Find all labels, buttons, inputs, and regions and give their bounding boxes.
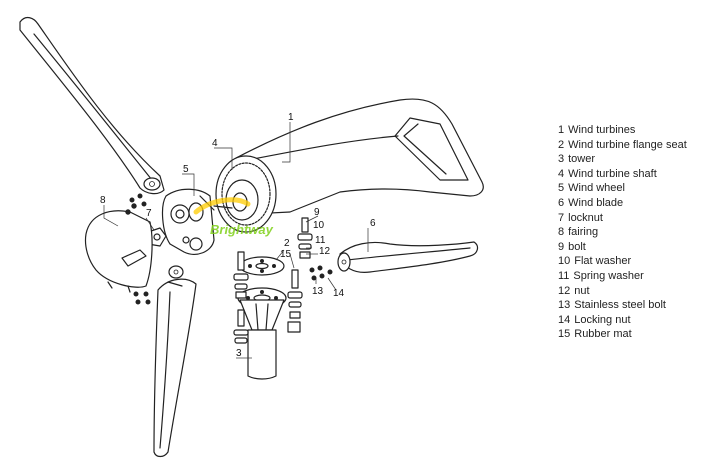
callout-1: 1 (288, 112, 294, 123)
bolt-cluster-right (309, 265, 333, 281)
upper-blade (19, 16, 165, 195)
callout-7: 7 (146, 208, 152, 219)
callout-13: 13 (312, 286, 324, 297)
flange-seat-upper (239, 256, 285, 276)
turbine-shaft-gear (213, 155, 277, 233)
callout-labels: 1 4 5 8 7 6 9 10 11 12 2 15 13 14 3 (100, 112, 376, 359)
bolt-stack-right (287, 217, 313, 333)
tower (237, 287, 287, 380)
callout-14: 14 (333, 288, 345, 299)
callout-4: 4 (212, 138, 218, 149)
wind-wheel-hub (161, 188, 215, 255)
callout-3: 3 (236, 348, 242, 359)
watermark: Brightway (210, 222, 274, 237)
lower-blade (153, 265, 197, 458)
bolt-cluster-left (125, 193, 151, 305)
watermark-swoosh (193, 197, 251, 215)
callout-12: 12 (319, 246, 331, 257)
callout-11: 11 (315, 235, 326, 246)
fairing-nose-cone (84, 210, 153, 293)
callout-15: 15 (280, 249, 292, 260)
callout-5: 5 (183, 164, 189, 175)
callout-6: 6 (370, 218, 376, 229)
leader-lines (103, 122, 369, 359)
bolt-stack-left (233, 251, 249, 344)
callout-10: 10 (313, 220, 325, 231)
callout-9: 9 (314, 207, 320, 218)
callout-8: 8 (100, 195, 106, 206)
callout-2: 2 (284, 238, 290, 249)
wind-blade-right (337, 241, 479, 273)
